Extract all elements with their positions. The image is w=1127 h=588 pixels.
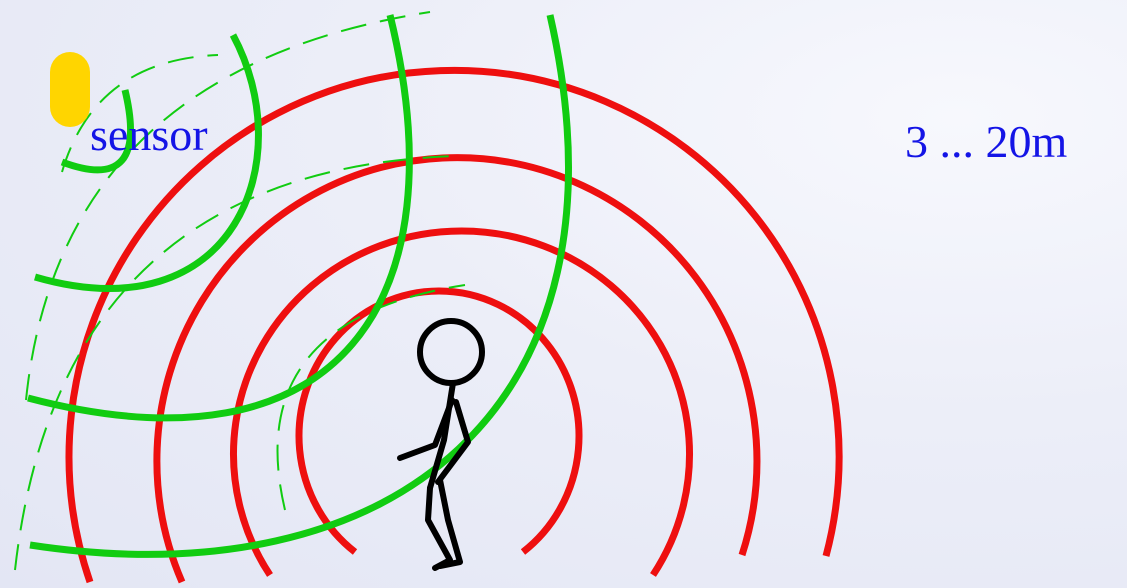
range-label: 3 ... 20m bbox=[905, 116, 1068, 167]
sensor-icon bbox=[50, 52, 90, 127]
sensor-label: sensor bbox=[90, 109, 208, 160]
person-head bbox=[420, 321, 482, 383]
walking-person-icon bbox=[400, 321, 482, 568]
